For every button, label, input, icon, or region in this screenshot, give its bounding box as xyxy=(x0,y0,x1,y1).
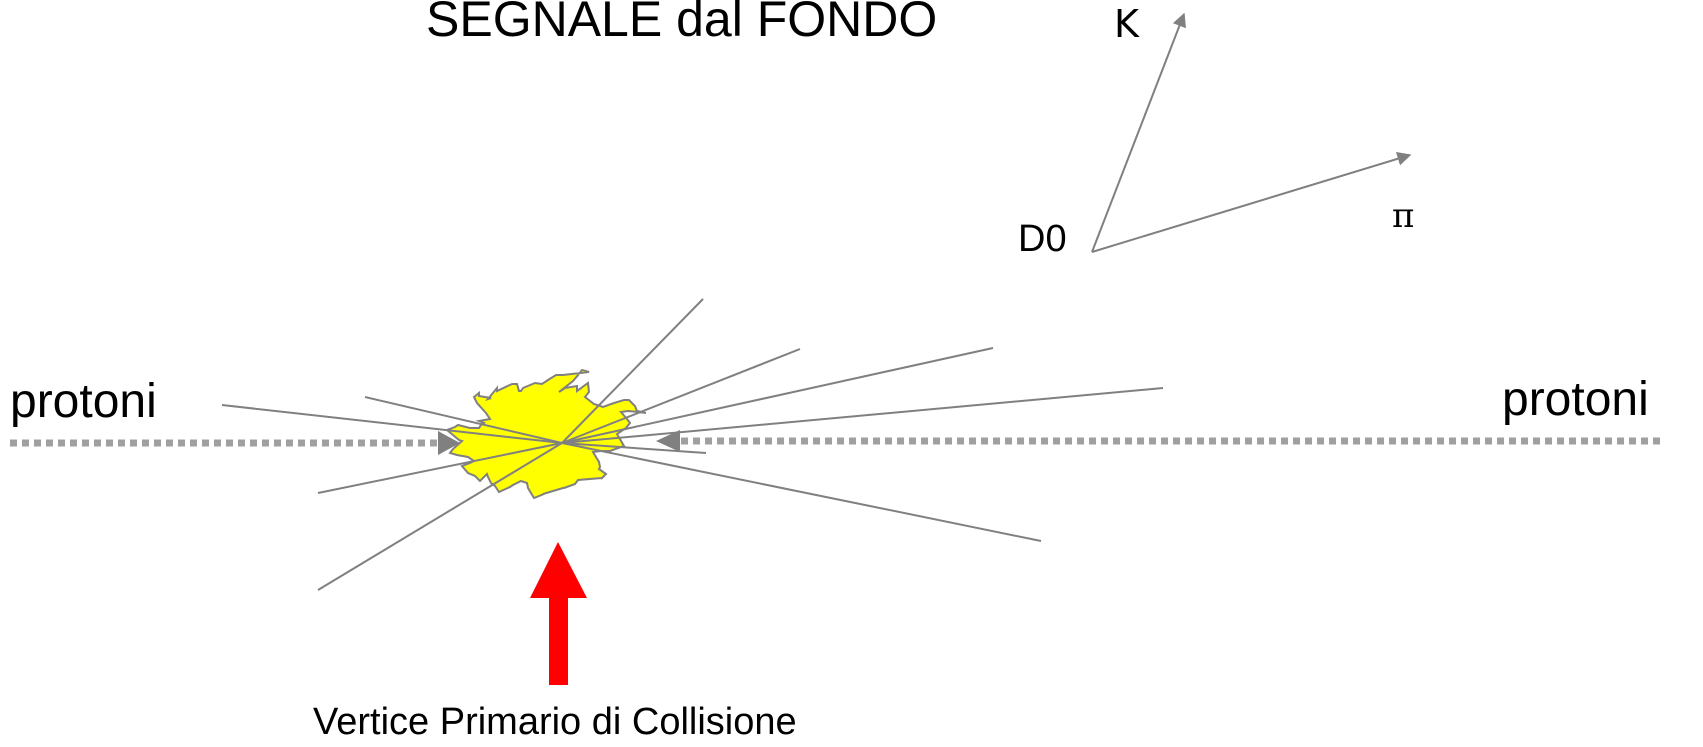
track-1 xyxy=(561,298,704,444)
beam-left-label: protoni xyxy=(10,375,157,428)
track-7 xyxy=(317,442,563,494)
vertex-caption: Vertice Primario di Collisione xyxy=(313,701,797,743)
beam-right-label: protoni xyxy=(1502,373,1649,426)
pointer-arrow-shaft xyxy=(549,596,568,685)
track-3 xyxy=(561,347,994,444)
collision-burst xyxy=(445,368,647,500)
track-9 xyxy=(221,404,563,444)
kaon-label: K xyxy=(1114,2,1139,46)
diagram-title: SEGNALE dal FONDO xyxy=(426,0,938,47)
pion-label: π xyxy=(1392,196,1415,236)
beam-left-arrowhead xyxy=(438,431,460,455)
particle-tracks xyxy=(221,298,1164,591)
track-6 xyxy=(317,442,563,591)
track-10 xyxy=(561,442,707,454)
track-5 xyxy=(561,442,1042,542)
d0-label: D0 xyxy=(1018,218,1067,260)
kaon-track-arrow xyxy=(1091,12,1186,253)
track-8 xyxy=(364,396,563,444)
beam-right-arrowhead xyxy=(656,430,680,452)
pion-track-arrow xyxy=(1091,151,1412,253)
pointer-arrow-head xyxy=(530,542,587,598)
track-2 xyxy=(561,348,801,444)
track-4 xyxy=(561,387,1164,444)
